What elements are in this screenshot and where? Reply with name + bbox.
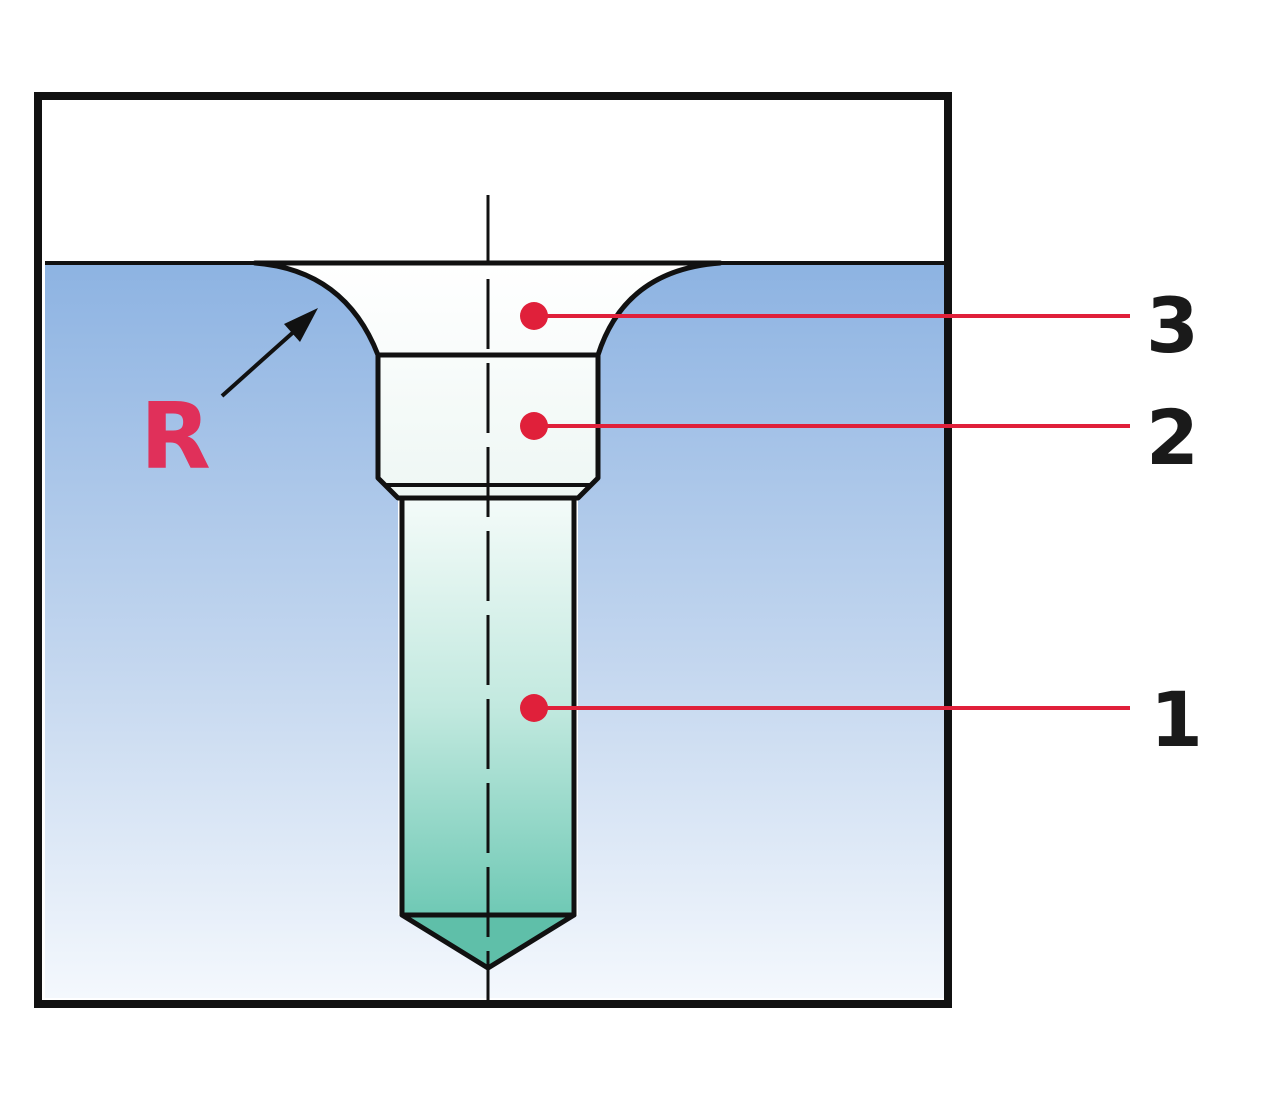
workpiece-block bbox=[45, 263, 945, 998]
callout-1: 1 bbox=[520, 675, 1203, 764]
callout-3-dot bbox=[520, 302, 548, 330]
callout-3-label: 3 bbox=[1146, 281, 1199, 370]
radius-arrow-line bbox=[220, 326, 300, 398]
callout-1-dot bbox=[520, 694, 548, 722]
callout-2-dot bbox=[520, 412, 548, 440]
outer-border bbox=[34, 92, 952, 1008]
callout-2: 2 bbox=[520, 393, 1199, 482]
callout-3: 3 bbox=[520, 281, 1199, 370]
radius-label: R bbox=[140, 383, 211, 490]
radius-arrow-head bbox=[284, 308, 318, 342]
callout-1-label: 1 bbox=[1150, 675, 1203, 764]
callout-2-label: 2 bbox=[1146, 393, 1199, 482]
